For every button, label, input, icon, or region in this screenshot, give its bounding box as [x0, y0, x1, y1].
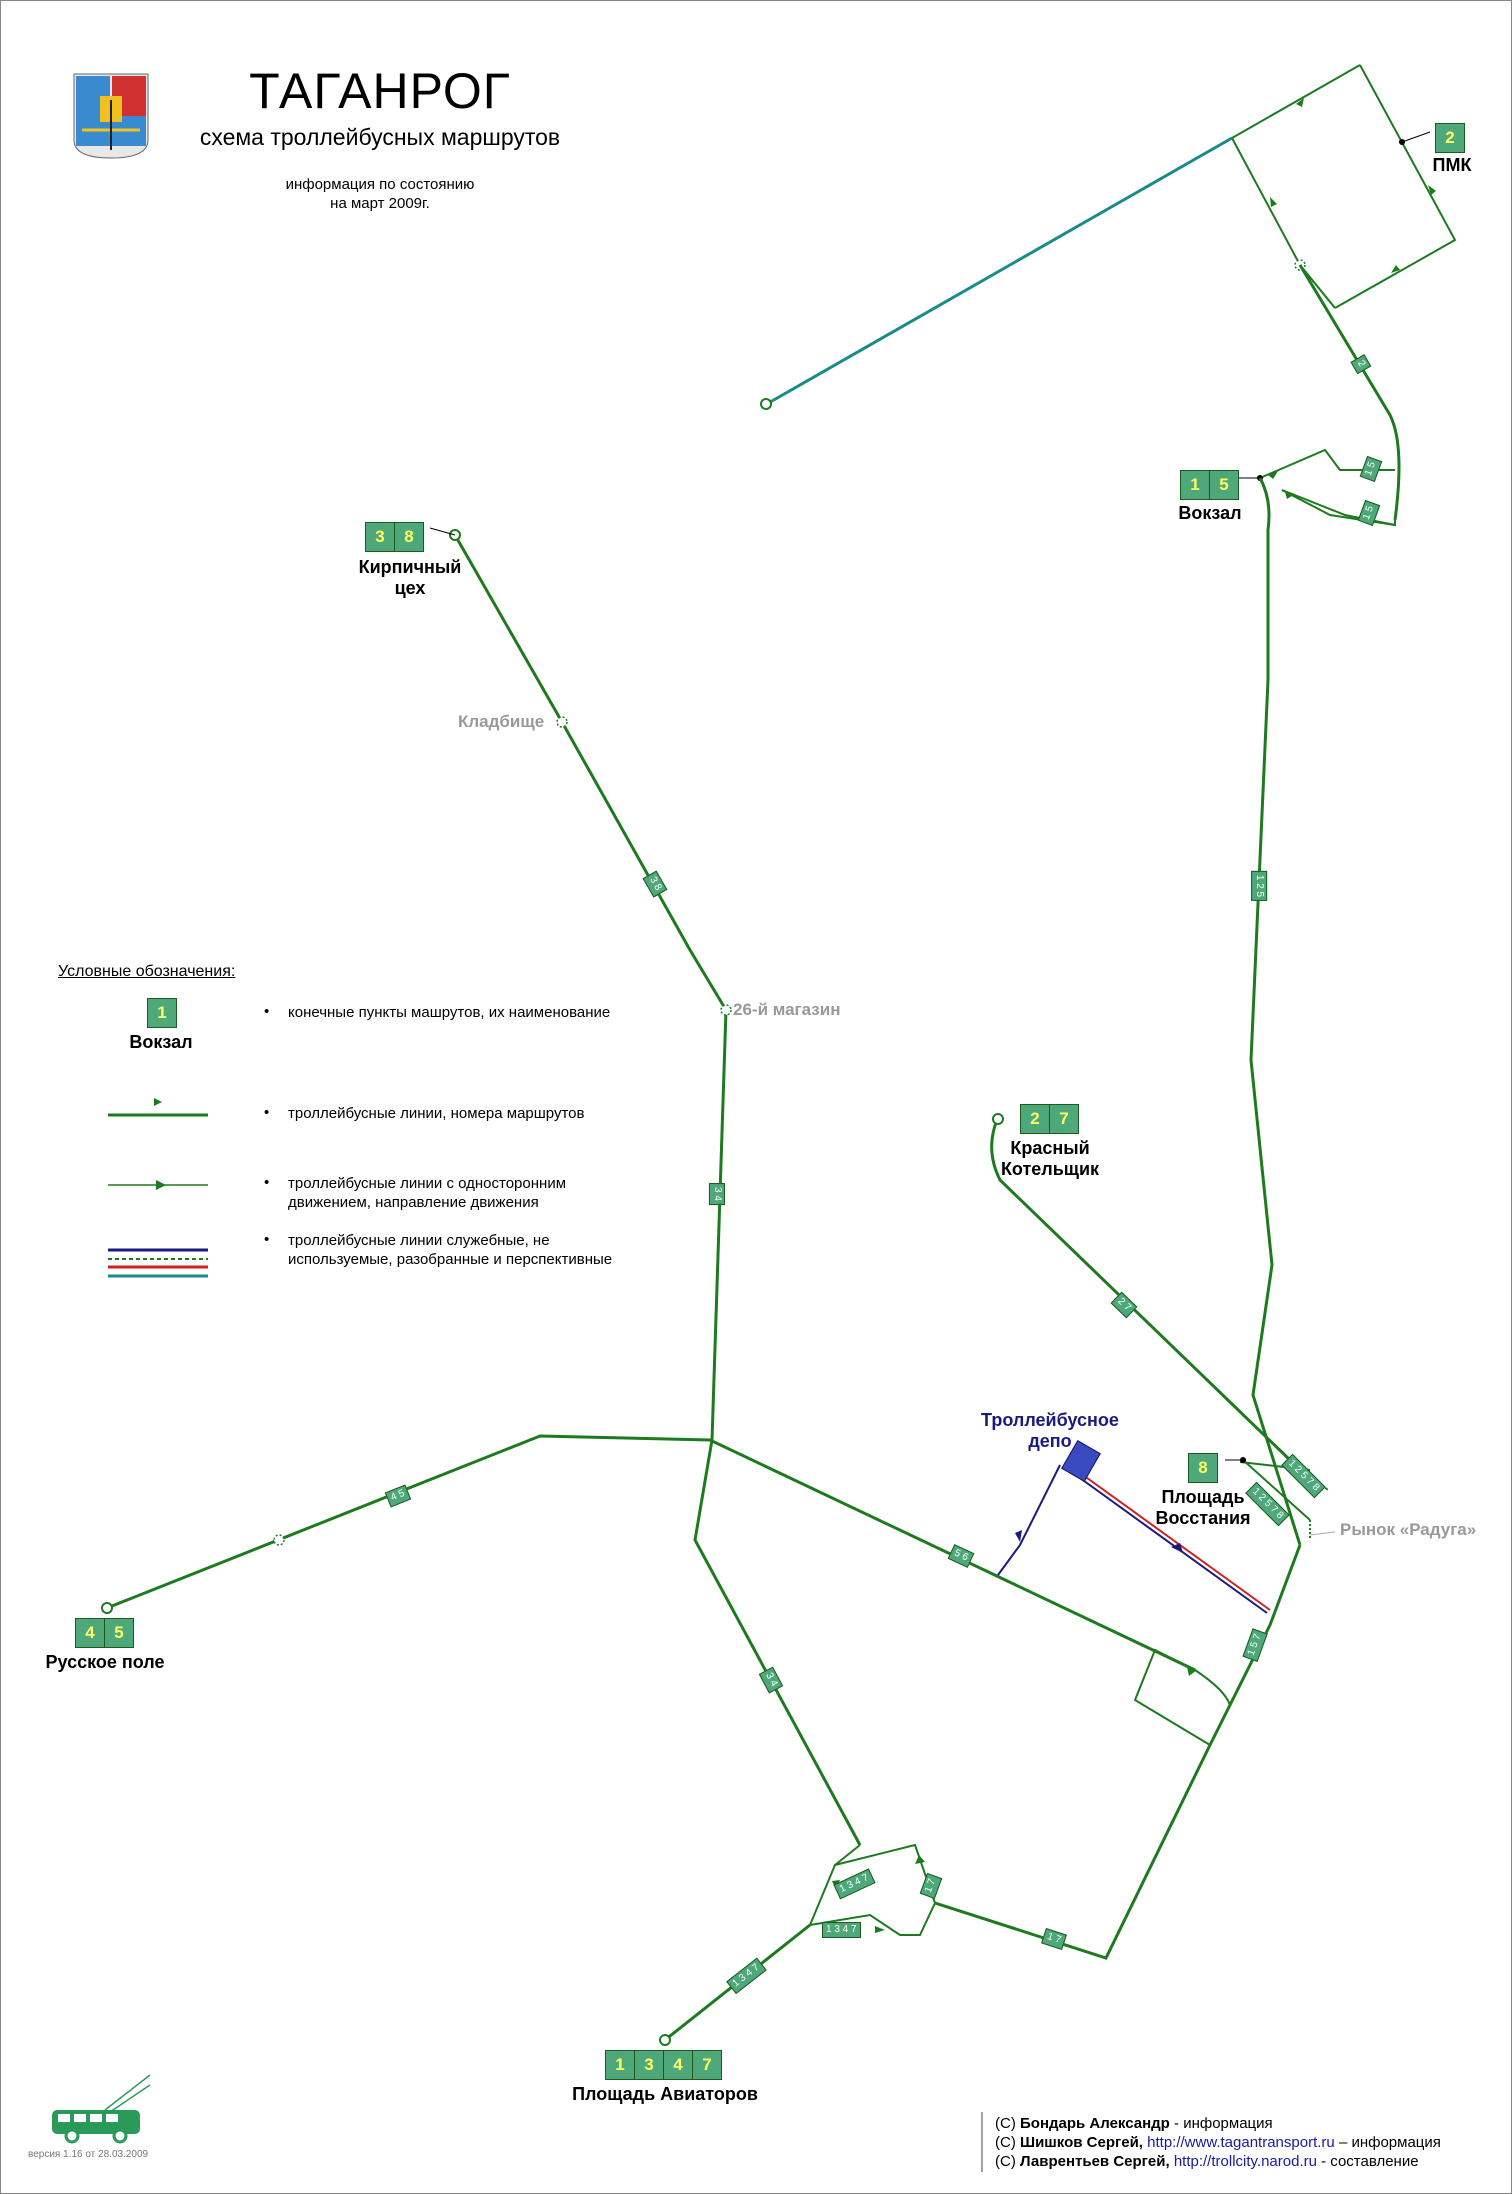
credit-line: (С) Бондарь Александр - информация: [995, 2114, 1441, 2133]
credit-author: Бондарь Александр: [1020, 2115, 1170, 2132]
legend-bullet: •: [264, 1231, 270, 1248]
legend-sample-box: 1: [147, 998, 177, 1028]
credit-link[interactable]: http://trollcity.narod.ru: [1173, 2153, 1317, 2170]
terminal-name-line: цех: [394, 578, 426, 598]
route-number: 8: [395, 523, 423, 551]
route-number: 7: [1050, 1105, 1078, 1133]
legend-item: конечные пункты машрутов, их наименовани…: [288, 1004, 611, 1021]
depot-icon: [1061, 1439, 1101, 1483]
info-note: информация по состоянию на март 2009г.: [240, 175, 520, 213]
credit-link[interactable]: http://www.tagantransport.ru: [1147, 2134, 1335, 2151]
route-number: 2: [1436, 124, 1464, 152]
legend-item: троллейбусные линии служебные, не исполь…: [288, 1232, 613, 1268]
legend-heading: Условные обозначения:: [58, 963, 236, 980]
credit-prefix: (С): [995, 2134, 1016, 2151]
legend-bullet: •: [264, 1174, 270, 1191]
coat-of-arms-icon: [73, 73, 149, 159]
route-number: 7: [693, 2051, 721, 2079]
route-number: 2: [1021, 1105, 1050, 1133]
depot-label-line: депо: [1028, 1431, 1072, 1451]
stop-kladbishche: Кладбище: [458, 712, 545, 731]
terminal-box-pmk: 2: [1435, 123, 1465, 153]
route-number: 3: [366, 523, 395, 551]
terminal-name-line: Красный: [1010, 1138, 1090, 1158]
depot-label-line: Троллейбусное: [981, 1410, 1119, 1430]
terminal-name-line: Площадь: [1161, 1487, 1245, 1507]
terminal-name-vokzal: Вокзал: [1178, 503, 1242, 523]
route-number: 4: [664, 2051, 693, 2079]
terminal-name-vosstaniya: Площадь Восстания: [1148, 1487, 1258, 1529]
stop-magazin-26: 26-й магазин: [733, 1000, 841, 1019]
route-number: 1: [148, 999, 176, 1027]
terminal-name-line: Восстания: [1155, 1508, 1251, 1528]
credit-prefix: (С): [995, 2115, 1016, 2132]
credit-author: Шишков Сергей,: [1020, 2134, 1143, 2151]
terminal-name-line: Котельщик: [1000, 1159, 1100, 1179]
map-subtitle: схема троллейбусных маршрутов: [199, 124, 561, 150]
route-number: 5: [105, 1619, 133, 1647]
depot-label: Троллейбусное депо: [965, 1410, 1135, 1452]
route-number: 1: [1181, 471, 1210, 499]
terminal-name-kirpichny: Кирпичный цех: [340, 557, 480, 599]
route-number: 3: [635, 2051, 664, 2079]
route-number: 4: [76, 1619, 105, 1647]
route-number: 1: [606, 2051, 635, 2079]
credit-line: (С) Шишков Сергей, http://www.tagantrans…: [995, 2133, 1441, 2152]
legend-bullet: •: [264, 1104, 270, 1121]
legend-item: троллейбусные линии с односторонним движ…: [288, 1175, 567, 1211]
info-line: информация по состоянию: [285, 176, 475, 193]
credit-prefix: (С): [995, 2153, 1016, 2170]
terminal-name-aviatorov: Площадь Авиаторов: [572, 2084, 758, 2104]
terminal-name-krasny: Красный Котельщик: [985, 1138, 1115, 1180]
map-title: ТАГАНРОГ: [249, 63, 511, 119]
version-label: версия 1.16 от 28.03.2009: [28, 2149, 149, 2160]
legend-bullet: •: [264, 1003, 270, 1020]
trolleybus-icon: [52, 2074, 151, 2144]
credit-line: (С) Лаврентьев Сергей, http://trollcity.…: [995, 2152, 1441, 2171]
credit-author: Лаврентьев Сергей,: [1020, 2153, 1170, 2170]
info-line: на март 2009г.: [330, 195, 430, 212]
legend-item: троллейбусные линии, номера маршрутов: [288, 1105, 585, 1122]
credit-suffix: – информация: [1338, 2134, 1441, 2151]
route-number: 8: [1189, 1454, 1217, 1482]
terminal-name-line: Кирпичный: [358, 557, 462, 577]
credits: (С) Бондарь Александр - информация (С) Ш…: [995, 2114, 1441, 2171]
terminal-name-russkoe-pole: Русское поле: [45, 1652, 165, 1672]
terminal-name-pmk: ПМК: [1432, 155, 1472, 175]
segment-label: 1 2 5: [1251, 870, 1268, 902]
segment-label: 1 3 4 7: [822, 1922, 861, 1938]
route-number: 5: [1210, 471, 1238, 499]
segment-label: 3 4: [708, 1183, 725, 1205]
terminal-box-vosstaniya: 8: [1188, 1453, 1218, 1483]
credit-suffix: - составление: [1321, 2153, 1419, 2170]
credit-suffix: - информация: [1174, 2115, 1273, 2132]
legend-sample-name: Вокзал: [129, 1032, 193, 1052]
stop-rynok-raduga: Рынок «Радуга»: [1340, 1520, 1477, 1539]
